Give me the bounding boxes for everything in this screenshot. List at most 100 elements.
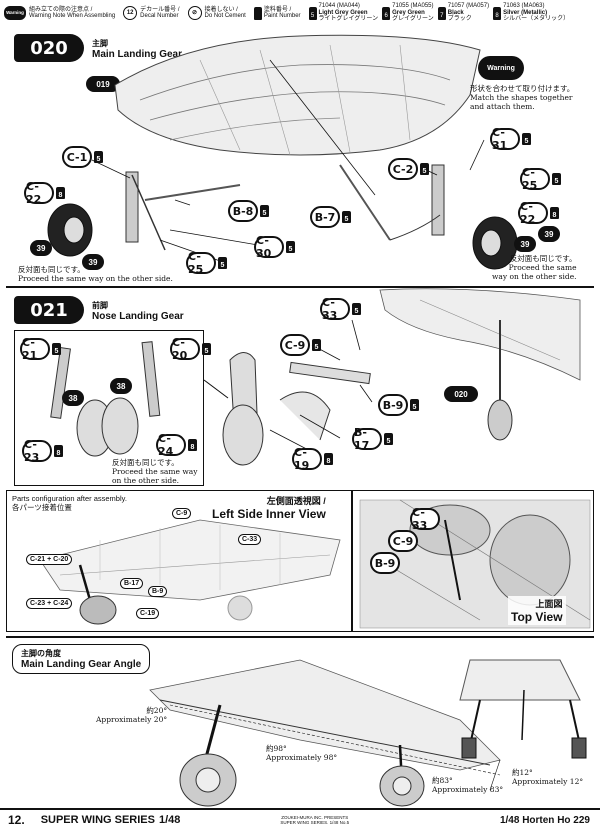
credits: ZOUKEI-MURA INC. PRESENTS SUPER WING SER… <box>280 815 349 825</box>
paint-bottle-icon: 7 <box>437 6 446 20</box>
paint-bottle-icon: 5 <box>522 133 531 145</box>
legend-paint-8: 8 71063 (MA063)Silver (Metallic)シルバー（メタリ… <box>493 3 569 23</box>
legend-paint-en: Paint Number <box>263 13 301 19</box>
step-020-number: 020 <box>14 34 84 62</box>
angle-en: Approximately 20° <box>96 715 168 724</box>
warning-icon: Warning <box>4 6 26 20</box>
part-39-right-a: 39 <box>514 236 536 252</box>
part-label: B-8 <box>228 200 258 222</box>
legend-warning-en: Warning Note When Assembling <box>29 13 116 19</box>
angle-20: 約20°Approximately 20° <box>96 706 167 724</box>
part-label: C-24 <box>156 432 186 458</box>
step-021-title: 前脚 Nose Landing Gear <box>92 300 184 322</box>
part-label: B-7 <box>310 206 340 228</box>
side-label-b17: B-17 <box>120 578 144 589</box>
part-label: C-30 <box>254 234 284 260</box>
paint-name: Grey Green <box>392 9 425 16</box>
decal-icon: 12 <box>123 6 138 20</box>
paint-bottle-icon: 8 <box>550 207 559 219</box>
top-callout-c9: C-9 <box>388 530 418 552</box>
paint-bottle-icon: 5 <box>260 205 269 217</box>
part-label: C-19 <box>292 446 322 472</box>
gear-angle-title-en: Main Landing Gear Angle <box>21 659 142 670</box>
step-020-title-jp: 主脚 <box>92 39 108 48</box>
legend-warning: Warning 組み立ての際の注意点 /Warning Note When As… <box>4 6 115 20</box>
paint-bottle-icon: 5 <box>420 163 429 175</box>
part-label: C-23 <box>22 438 52 464</box>
paint-code: 71044 (MA044) <box>318 3 360 10</box>
gear-angle-panel <box>6 636 594 806</box>
paint-bottle-icon: 8 <box>324 453 333 465</box>
legend-nocement-en: Do Not Cement <box>204 13 246 19</box>
side-label-c33: C-33 <box>238 534 262 545</box>
angle-jp: 約83° <box>432 776 453 785</box>
note-en: Proceed the same <box>508 263 577 272</box>
series-scale: 1/48 <box>158 814 181 826</box>
part-label: C-9 <box>280 334 310 356</box>
side-label-c19: C-19 <box>136 608 160 619</box>
note-other-side-nose: 反対面も同じです。 Proceed the same way on the ot… <box>112 458 197 485</box>
part-label: C-9 <box>388 530 418 552</box>
step-020-title: 主脚 Main Landing Gear <box>92 38 182 60</box>
angle-jp: 約12° <box>512 768 533 777</box>
note-en: Proceed the same way <box>112 467 198 476</box>
credit-line: ZOUKEI-MURA INC. PRESENTS <box>281 815 349 820</box>
angle-en: Approximately 12° <box>512 777 584 786</box>
step-021-title-jp: 前脚 <box>92 301 108 310</box>
paint-code: 71055 (MA055) <box>392 3 434 10</box>
paint-jp: グレイグリーン <box>392 16 434 23</box>
angle-jp: 約20° <box>146 706 168 715</box>
aircraft-underside-drawing <box>47 34 518 270</box>
gear-angle-title-jp: 主脚の角度 <box>21 649 61 658</box>
angle-12: 約12°Approximately 12° <box>512 768 583 786</box>
part-39-right-b: 39 <box>538 226 560 242</box>
paint-bottle-icon: 5 <box>94 151 103 163</box>
note-en: on the other side. <box>112 476 180 485</box>
note-other-side-right: 反対面も同じです。 Proceed the same way on the ot… <box>492 254 577 281</box>
paint-bottle-icon: 8 <box>56 187 65 199</box>
legend-decal-en: Decal Number <box>140 13 179 19</box>
note-jp: 反対面も同じです。 <box>112 458 179 467</box>
nose-gear-drawing <box>50 288 581 466</box>
part-label: C-2 <box>388 158 418 180</box>
paint-bottle-icon: 5 <box>308 6 317 20</box>
note-en: Proceed the same way on the other side. <box>18 274 173 283</box>
note-jp: 反対面も同じです。 <box>509 254 577 263</box>
paint-bottle-icon: 6 <box>382 6 391 20</box>
part-label: C-25 <box>520 166 550 192</box>
no-cement-icon: ⊘ <box>187 6 202 20</box>
legend-nocement-jp: 接着しない / <box>204 6 238 13</box>
series-name: SUPER WING SERIES <box>40 814 155 826</box>
warning-badge: Warning <box>478 56 524 80</box>
part-label: B-17 <box>352 426 382 452</box>
left-view-en: Left Side Inner View <box>212 507 326 521</box>
part-38-b: 38 <box>110 378 132 394</box>
warning-note: 形状を合わせて取り付けます。 Match the shapes together… <box>470 84 574 111</box>
part-label: C-22 <box>24 180 54 206</box>
paint-code: 71057 (MA057) <box>447 3 490 10</box>
part-label: C-25 <box>186 250 216 276</box>
side-label-c9: C-9 <box>172 508 192 519</box>
paint-bottle-icon: 5 <box>342 211 351 223</box>
parts-config-title: Parts configuration after assembly. 各パーツ… <box>12 494 127 512</box>
side-label-b9: B-9 <box>148 586 168 597</box>
legend-bar: Warning 組み立ての際の注意点 /Warning Note When As… <box>4 2 596 24</box>
part-label: C-33 <box>320 296 350 322</box>
paint-bottle-icon: 8 <box>493 6 502 20</box>
angle-83: 約83°Approximately 83° <box>432 776 503 794</box>
top-view-title: 上面図 Top View <box>508 596 566 625</box>
part-label: C-1 <box>62 146 92 168</box>
